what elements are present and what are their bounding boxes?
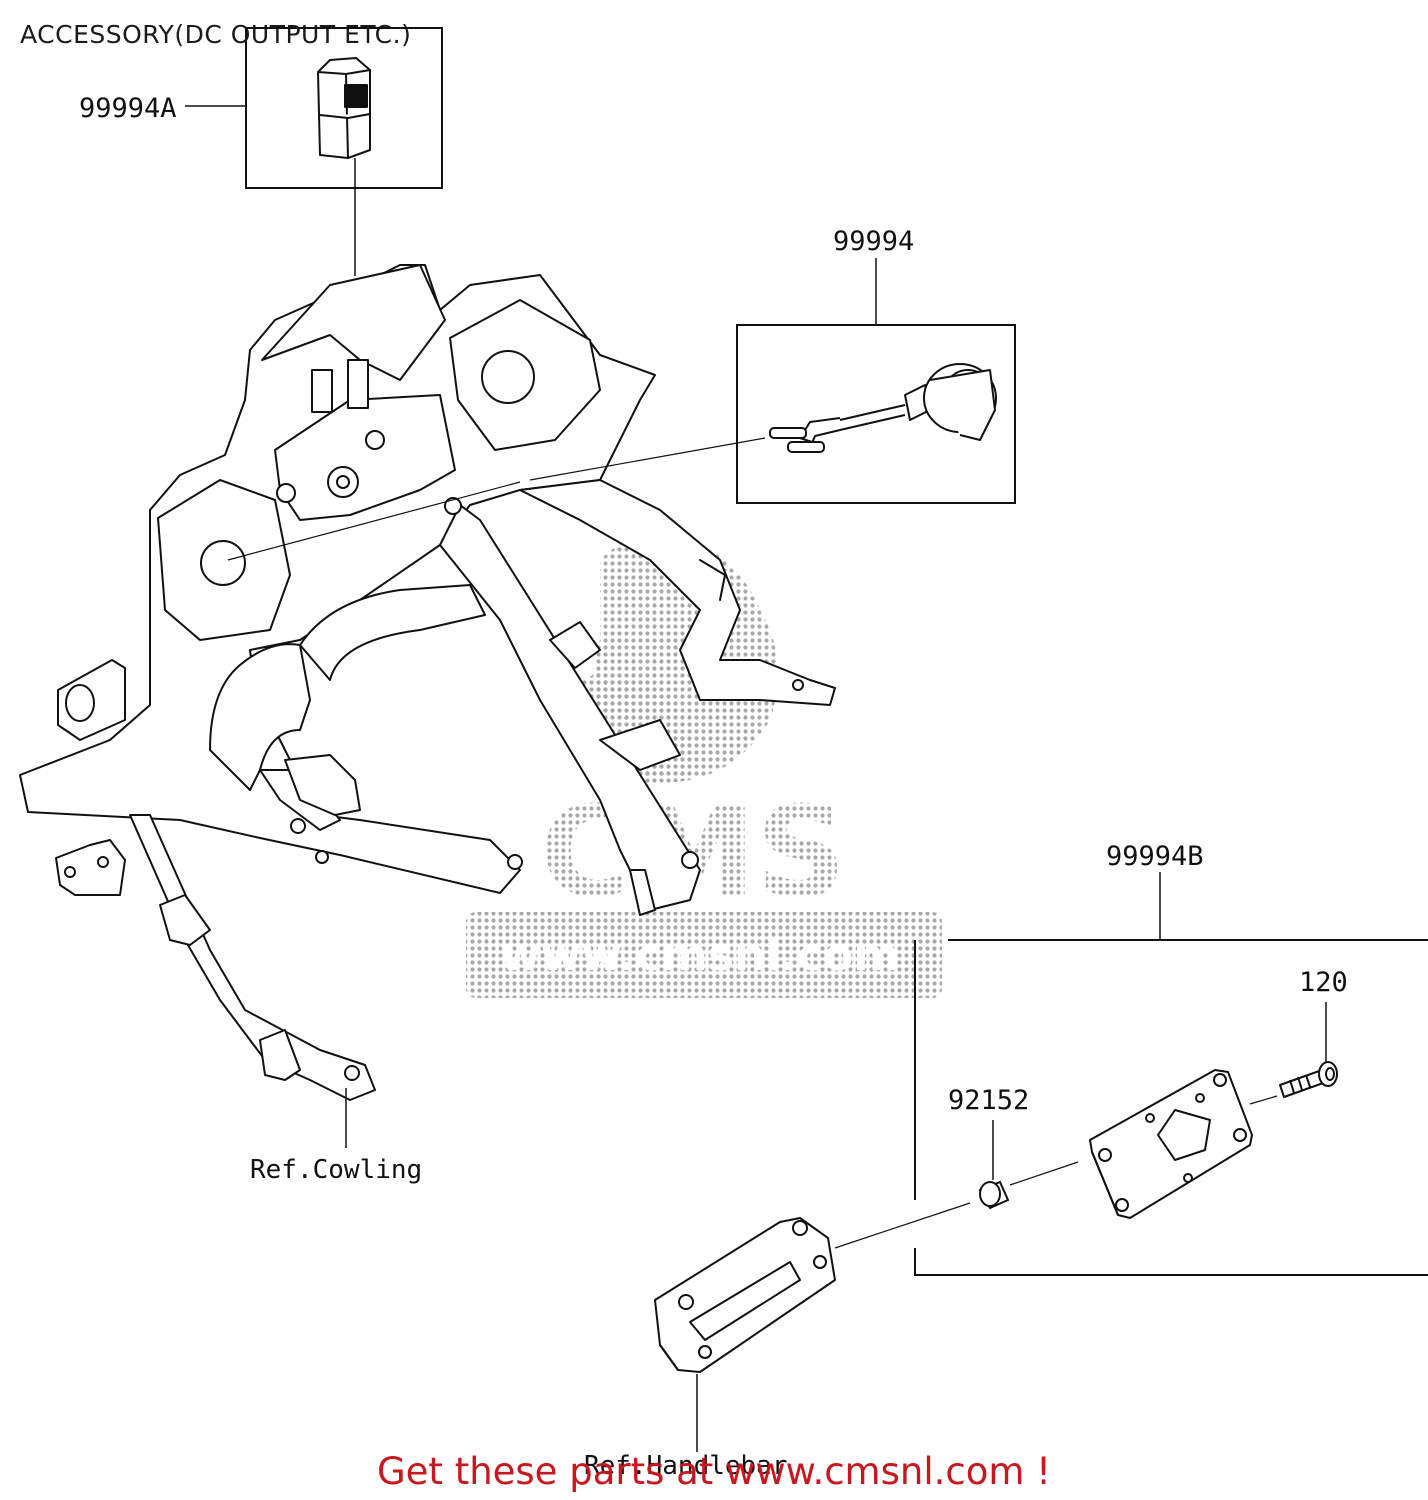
callout-99994A: 99994A: [79, 93, 177, 124]
headlight-bracket-frame: [19, 264, 836, 1101]
part-99994A-box: [245, 27, 443, 189]
callout-120: 120: [1299, 967, 1348, 998]
watermark-url: www.cmsnl.com: [500, 930, 899, 981]
ref-cowling-label: Ref.Cowling: [250, 1155, 422, 1185]
part-99994A-connector-cap: [185, 27, 443, 276]
part-99994-dc-socket: [736, 258, 1016, 504]
ref-handlebar-label: Ref.Handlebar: [584, 1451, 788, 1481]
part-99994B-box: [914, 939, 1428, 1276]
callout-99994: 99994: [833, 226, 914, 257]
handlebar-clamp: [654, 1217, 836, 1373]
part-99994B-mount-kit: [914, 872, 1428, 1276]
callout-99994B: 99994B: [1106, 841, 1204, 872]
callout-92152: 92152: [948, 1085, 1029, 1116]
promo-banner[interactable]: Get these parts at www.cmsnl.com !: [376, 1450, 1051, 1493]
diagram-title: ACCESSORY(DC OUTPUT ETC.): [20, 20, 412, 49]
